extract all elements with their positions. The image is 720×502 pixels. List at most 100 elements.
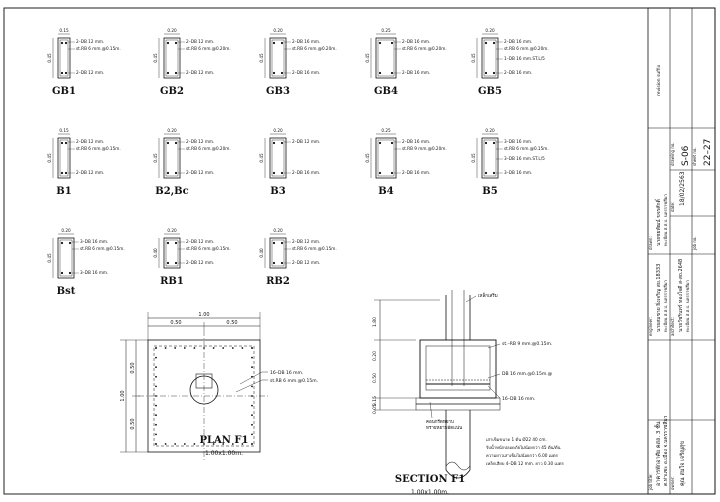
architect-line1: นายวัชรินทร์ ทองใจดี ส-สถ.2648	[677, 259, 684, 332]
section-rebar-cage	[425, 345, 491, 391]
beam-height-label: 0.45	[47, 53, 52, 63]
plan-label-main-bars: 16–DB 16 mm.	[270, 370, 303, 376]
beam-width-label: 0.20	[273, 228, 283, 233]
beam-rebar-label: 2–DB 12 mm.	[76, 39, 104, 44]
section-dim-2: 0.20	[372, 351, 378, 361]
beam-width-label: 0.20	[485, 28, 495, 33]
job-label: job no.	[692, 236, 697, 251]
beam-name: B5	[482, 186, 497, 197]
beam-section-bst: 0.20 0.45 3–DB 16 mm. st.RB 6 mm.@0.15m. 3–D…	[47, 228, 125, 297]
beam-rebar-label: st.RB 9 mm.@0.20m.	[402, 146, 447, 151]
title-block: revision suffix drawn: นายชยพัฒน์ ขจรศัก…	[647, 7, 716, 495]
architect-label: architect:	[670, 317, 675, 336]
beam-height-label: 0.45	[471, 153, 476, 163]
engineer-line2: ทะเบียน ส.ส.ป. นครราชสีมา	[663, 280, 668, 332]
beam-name: RB1	[160, 276, 184, 287]
owner-value: คุณ สมใจ เจริญสุข	[679, 441, 686, 486]
sheet-value: 22–27	[703, 139, 713, 166]
beam-width-label: 0.20	[273, 128, 283, 133]
beam-width-label: 0.25	[381, 128, 391, 133]
section-note-1: เสาเข็มขนาด 1 ต้น Ø22 40 cm.	[486, 436, 547, 442]
sheet-border	[3, 7, 716, 495]
beam-rebar-label: 2–DB 12 mm.	[76, 139, 104, 144]
job-title-label: job title:	[648, 473, 653, 491]
beam-rebar-label: 3–DB 16 mm.ST.L/5	[504, 156, 545, 161]
beam-section-b1: 0.150.452–DB 12 mm.st.RB 6 mm.@0.15m.2–D…	[47, 128, 121, 197]
plan-dim-side-total: 1.00	[120, 390, 126, 401]
section-label-e: ทรายหยาบอัดแน่น	[426, 425, 462, 431]
owner-label: owner:	[670, 476, 675, 490]
beam-width-label: 0.20	[167, 228, 177, 233]
beam-rebar-label: 2–DB 16 mm.	[292, 39, 320, 44]
beam-width-label: 0.20	[273, 28, 283, 33]
beam-width-label: 0.15	[59, 28, 69, 33]
beam-rebar-label: 3–DB 16 mm.	[80, 239, 108, 244]
beam-width-label: 0.25	[381, 28, 391, 33]
plan-subtitle: 1.00x1.00m.	[205, 450, 243, 457]
lean-concrete	[415, 397, 501, 405]
beam-name: B1	[56, 186, 71, 197]
beam-rebar-label: 2–DB 16 mm.	[292, 70, 320, 75]
drawing-label: drawing no.	[670, 142, 675, 166]
beam-name: GB4	[374, 86, 398, 97]
beam-rebar-label: st.RB 6 mm.@0.20m.	[186, 146, 231, 151]
revision-label: revision suffix	[656, 64, 662, 96]
drawing-value: S-06	[681, 145, 691, 166]
section-dim-1: 1.80	[372, 317, 378, 327]
beam-rebar-label: st.RB 6 mm.@0.15m.	[76, 46, 121, 51]
beam-height-label: 0.45	[153, 153, 158, 163]
beam-section-gb3: 0.200.452–DB 16 mm.st.RB 6 mm.@0.20m.2–D…	[259, 28, 337, 97]
section-note-2: รับน้ำหนักปลอดภัยไม่น้อยกว่า 45 ตัน/ต้น	[486, 444, 561, 450]
beam-height-label: 0.40	[259, 248, 264, 258]
plan-dim-total: 1.00	[198, 312, 209, 318]
beam-rebar-label: 2–DB 16 mm.	[402, 70, 430, 75]
beam-name: B3	[270, 186, 285, 197]
compacted-sand	[415, 403, 501, 411]
beam-name: GB2	[160, 86, 184, 97]
beam-rebar-label: st.RB 6 mm.@0.15m.	[186, 246, 231, 251]
section-note-3: ความยาวเสาเข็มไม่น้อยกว่า 6.00 เมตร	[486, 452, 559, 458]
date-value: 18/02/2563	[679, 171, 686, 206]
beam-section-gb4: 0.250.452–DB 16 mm.st.RB 6 mm.@0.20m.2–D…	[365, 28, 447, 97]
beam-width-label: 0.20	[167, 28, 177, 33]
plan-f1: 1.00 0.50 0.50 1.00 0.50 0.50 16–DB 16 m…	[120, 312, 318, 462]
beam-name: GB1	[52, 86, 76, 97]
plan-dim-right: 0.50	[226, 320, 237, 326]
section-label-b: DB 16 mm.@0.15m.@	[502, 371, 553, 377]
section-dim-4: 0.15	[372, 396, 378, 406]
beam-rebar-label: st.RB 6 mm.@0.20m.	[292, 46, 337, 51]
beam-section-b2bc: 0.200.452–DB 12 mm.st.RB 6 mm.@0.20m.2–D…	[153, 128, 231, 197]
section-note-4: เหล็กเสียบ 4–DB 12 mm. ยาว 0.30 เมตร	[486, 460, 564, 466]
beam-section-b3: 0.200.452–DB 12 mm.2–DB 16 mm.B3	[259, 128, 320, 197]
sheet-label: sheet no.	[692, 147, 697, 166]
beam-rebar-label: 2–DB 16 mm.	[402, 39, 430, 44]
beam-rebar-label: 2–DB 12 mm.	[292, 260, 320, 265]
engineer-line1: นายสมชาย ยิ่งเจริญ สย.18333	[655, 264, 662, 332]
beam-section-gb2: 0.200.452–DB 12 mm.st.RB 6 mm.@0.20m.2–D…	[153, 28, 231, 97]
beam-height-label: 0.45	[47, 253, 52, 263]
beam-rebar-label: st.RB 6 mm.@0.15m.	[76, 146, 121, 151]
beam-rebar-label: 2–DB 12 mm.	[186, 239, 214, 244]
job-title-line2: ต.ท่าแซะ อ.เมือง จ.นครราชสีมา	[662, 415, 669, 486]
beam-rebar-label: st.RB 6 mm.@0.15m.	[80, 246, 125, 251]
beam-rebar-label: st.RB 6 mm.@0.20m.	[504, 46, 549, 51]
job-title-line1: อาคารพักอาศัย คสล. 3 ชั้น	[654, 421, 662, 486]
beam-rebar-label: 2–DB 16 mm.	[402, 170, 430, 175]
beam-width-label: 0.20	[61, 228, 71, 233]
plan-title: PLAN F1	[200, 435, 249, 446]
beam-height-label: 0.45	[153, 53, 158, 63]
beam-name: Bst	[57, 286, 76, 297]
beam-rebar-label: st.RB 6 mm.@0.15m.	[292, 246, 337, 251]
beam-rebar-label: 3–DB 16 mm.	[504, 139, 532, 144]
beam-rebar-label: 2–DB 16 mm.	[504, 70, 532, 75]
beam-rebar-label: 3–DB 16 mm.	[80, 270, 108, 275]
beam-height-label: 0.45	[47, 153, 52, 163]
beam-rebar-label: st.RB 6 mm.@0.20m.	[402, 46, 447, 51]
beam-height-label: 0.40	[153, 248, 158, 258]
beam-rebar-label: 2–DB 12 mm.	[292, 239, 320, 244]
beam-section-rb2: 0.20 0.40 2–DB 12 mm. st.RB 6 mm.@0.15m. 2–D…	[259, 228, 337, 287]
beam-rebar-label: 1–DB 16 mm.ST.L/5	[504, 56, 545, 61]
plan-label-stirrup: st.RB 6 mm.@0.15m.	[270, 378, 318, 384]
beam-width-label: 0.20	[485, 128, 495, 133]
drawn-label: drawn:	[648, 236, 653, 250]
